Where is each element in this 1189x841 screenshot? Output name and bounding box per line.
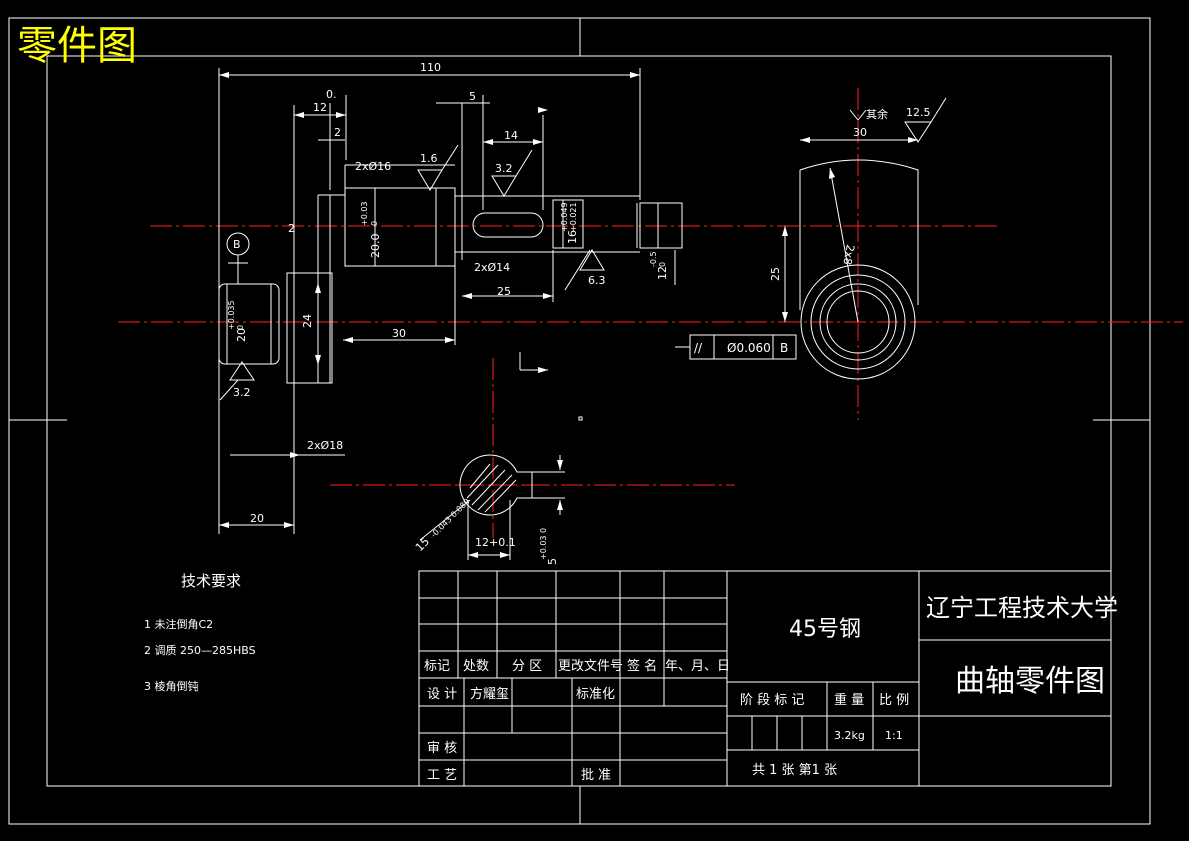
dim-20-bottom: 20 <box>250 512 264 525</box>
tech-requirements: 技术要求 1 未注倒角C2 2 调质 250—285HBS 3 棱角倒钝 <box>144 572 256 693</box>
dimension-arrows <box>219 72 918 558</box>
dim-5-section-tol: +0.03 0 <box>539 528 548 560</box>
scale-label: 比 例 <box>879 693 909 708</box>
dim-110: 110 <box>420 61 441 74</box>
header-label-sign: 签 名 <box>627 658 657 674</box>
tolerance-frame <box>689 334 797 360</box>
dim-2a: 2 <box>334 126 341 139</box>
dim-16-sub: +0.021 <box>569 202 578 232</box>
roughness-12-5: 12.5 <box>906 106 931 119</box>
dim-30-top: 30 <box>853 126 867 139</box>
dim-20-left: 20 <box>235 328 248 342</box>
weight-label: 重 量 <box>834 692 864 708</box>
header-label-date: 年、月、日 <box>665 659 730 674</box>
dim-15-section: 15 <box>413 535 432 554</box>
dim-2x16: 2xØ16 <box>355 160 391 173</box>
designer-name: 方耀玺 <box>470 686 509 702</box>
roughness-rest-label: 其余 <box>866 107 888 121</box>
dim-15-section-tol: -0.043 0.089 <box>429 497 472 540</box>
header-label-count: 处数 <box>463 659 489 674</box>
tech-requirements-heading: 技术要求 <box>181 572 241 590</box>
dim-20-sup: +0.03 <box>360 201 369 226</box>
drawing-frame <box>8 17 1151 825</box>
tech-requirement-item: 1 未注倒角C2 <box>144 617 213 631</box>
dim-12-section: 12+0.1 <box>475 536 516 549</box>
dim-2b: 2 <box>288 222 295 235</box>
roughness-3-2-a: 3.2 <box>495 162 513 175</box>
roughness-1-6: 1.6 <box>420 152 438 165</box>
dim-20-left-sup: +0.035 <box>227 300 236 330</box>
dim-5-section: 5 <box>546 558 559 565</box>
dim-25v: 25 <box>769 267 782 281</box>
dim-radius: 2x8 <box>840 243 856 265</box>
header-label-mark: 标记 <box>424 659 450 674</box>
tolerance-symbol: // <box>694 341 703 355</box>
roughness-symbols <box>229 97 947 381</box>
part-name: 曲轴零件图 <box>955 664 1105 699</box>
centerlines <box>118 88 1183 538</box>
dim-2x18: 2xØ18 <box>307 439 343 452</box>
dim-25h: 25 <box>497 285 511 298</box>
review-label: 审 核 <box>427 741 457 756</box>
dim-24: 24 <box>301 314 314 328</box>
process-label: 工 艺 <box>427 768 457 783</box>
shaft-front-view <box>218 165 683 384</box>
tech-requirement-item: 2 调质 250—285HBS <box>144 644 256 657</box>
key-section-view <box>459 454 533 516</box>
approve-label: 批 准 <box>581 768 611 783</box>
dim-14: 14 <box>504 129 518 142</box>
dimension-texts: 110 12 0. 2 2 5 14 2xØ16 20.0 +0.03 0 16… <box>227 61 867 565</box>
dim-12-small: 12 <box>656 266 669 280</box>
dim-2x14: 2xØ14 <box>474 261 510 274</box>
dim-12: 12 <box>313 101 327 114</box>
dim-16-sup: +0.049 <box>560 202 569 232</box>
roughness-6-3: 6.3 <box>588 274 606 287</box>
dim-30h: 30 <box>392 327 406 340</box>
weight-value: 3.2kg <box>834 729 865 742</box>
dim-5: 5 <box>469 90 476 103</box>
shaft-side-view <box>799 159 919 380</box>
dim-20: 20.0 <box>369 234 382 259</box>
sheet-count: 共 1 张 第1 张 <box>752 763 837 778</box>
dim-16: 16 <box>566 230 579 244</box>
header-label-doc: 更改文件号 <box>558 659 623 674</box>
tolerance-datum: B <box>780 341 788 355</box>
dim-0: 0. <box>326 88 337 101</box>
header-label-zone: 分 区 <box>512 659 542 674</box>
roughness-texts: 1.6 3.2 6.3 3.2 其余 12.5 <box>233 106 931 399</box>
datum-symbol <box>226 232 250 264</box>
dim-12-small-sup: -0.5 <box>649 251 658 267</box>
title-block-grid <box>418 570 1112 787</box>
drawing-title: 零件图 <box>17 23 137 69</box>
dim-12-small-sub: 0 <box>658 262 667 267</box>
tech-requirement-item: 3 棱角倒钝 <box>144 679 199 693</box>
stage-label: 阶 段 标 记 <box>740 693 804 708</box>
marker-dot <box>578 416 583 421</box>
datum-letter: B <box>233 238 241 251</box>
roughness-3-2-b: 3.2 <box>233 386 251 399</box>
title-block-texts: 45号钢 辽宁工程技术大学 曲轴零件图 标记 处数 分 区 更改文件号 签 名 … <box>424 594 1118 783</box>
dimension-lines <box>218 68 918 560</box>
material: 45号钢 <box>789 617 861 642</box>
standardize-label: 标准化 <box>576 687 615 702</box>
dim-20-left-sub: 0 <box>236 325 245 330</box>
tolerance-value: Ø0.060 <box>727 341 771 355</box>
dim-20-sub: 0 <box>370 221 379 226</box>
scale-value: 1:1 <box>885 729 903 742</box>
school-name: 辽宁工程技术大学 <box>926 594 1118 622</box>
design-label: 设 计 <box>427 687 457 702</box>
